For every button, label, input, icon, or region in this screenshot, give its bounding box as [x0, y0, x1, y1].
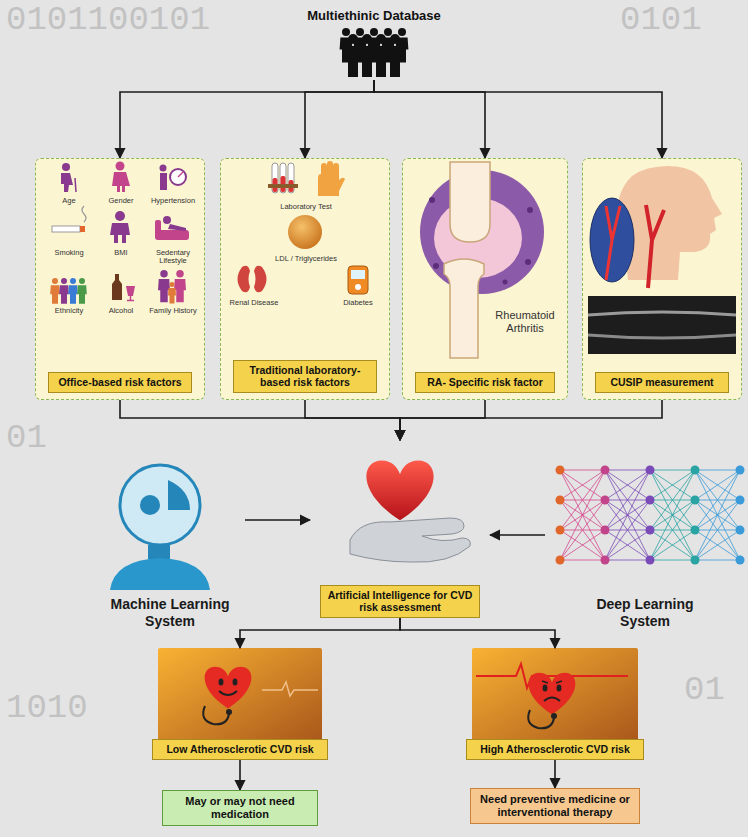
risk-factor-panel: CUSIP measurement	[582, 158, 742, 400]
connector-arrow	[120, 80, 374, 158]
connector-arrow	[400, 618, 555, 648]
connector-arrow	[239, 760, 241, 790]
factor-label: Gender	[95, 197, 147, 205]
factor-label: Family History	[147, 307, 199, 315]
model-node: Deep Learning System	[545, 455, 745, 632]
factor-label: Hypertension	[147, 197, 199, 205]
connector-arrow	[400, 400, 485, 440]
connector-arrow	[245, 519, 310, 521]
node-text: Multiethinic Database	[294, 2, 454, 23]
label-box: High Atherosclerotic CVD risk	[466, 739, 644, 760]
factor-label: Smoking	[43, 249, 95, 257]
node-text: Deep Learning System	[585, 596, 705, 630]
connector-arrow	[400, 400, 662, 440]
watermark-digits: 0101100101	[6, 2, 210, 39]
watermark-digits: 01	[6, 420, 47, 457]
connector-arrow	[240, 618, 400, 648]
connector-arrow	[554, 760, 556, 788]
factor-label: Age	[43, 197, 95, 205]
node-text: Rheumatoid Arthritis	[485, 309, 565, 334]
factor-label: BMI	[95, 249, 147, 257]
watermark-digits: 1010	[6, 690, 88, 727]
factor-label: Renal Disease	[223, 299, 285, 307]
connector-arrow	[120, 400, 400, 440]
risk-outcome: Low Atherosclerotic CVD risk	[152, 648, 328, 760]
database-node: Multiethinic Database	[294, 2, 454, 80]
risk-factor-panel: Laboratory TestLDL / TriglyceridesRenal …	[220, 158, 390, 400]
node-text: May or may not need medication	[163, 791, 317, 825]
factor-label: Ethnicity	[43, 307, 95, 315]
watermark-digits: 0101	[620, 2, 702, 39]
watermark-digits: 01	[684, 672, 725, 709]
model-node: Machine Learning System	[95, 450, 245, 632]
risk-factor-panel: Rheumatoid ArthritisRA- Specific risk fa…	[402, 158, 568, 400]
connector-arrow	[305, 80, 374, 158]
risk-factor-panel: AgeGenderHypertensionSmokingBMISedentary…	[35, 158, 205, 400]
factor-label: Laboratory Test	[261, 203, 351, 211]
factor-label: LDL / Triglycerides	[246, 255, 366, 263]
connector-arrow	[374, 80, 662, 158]
node-text: Machine Learning System	[105, 596, 235, 630]
connector-arrow	[490, 534, 545, 536]
label-box: Low Atherosclerotic CVD risk	[152, 739, 328, 760]
label-box: Traditional laboratory-based risk factor…	[233, 360, 377, 393]
label-box: RA- Specific risk factor	[415, 372, 555, 393]
factor-label: Alcohol	[95, 307, 147, 315]
label-box: Office-based risk factors	[48, 372, 192, 393]
label-box: Artificial Intelligence for CVD risk ass…	[320, 585, 480, 618]
ai-node: Artificial Intelligence for CVD risk ass…	[310, 440, 490, 618]
risk-outcome: High Atherosclerotic CVD risk	[466, 648, 644, 760]
node-text: Need preventive medicine or intervention…	[471, 789, 639, 823]
factor-label: Sedentary Lifestyle	[147, 249, 199, 266]
factor-label: Diabetes	[329, 299, 387, 307]
connector-arrow	[305, 400, 400, 440]
label-box: CUSIP measurement	[595, 372, 729, 393]
action-box: Need preventive medicine or intervention…	[470, 788, 640, 824]
action-box: May or may not need medication	[162, 790, 318, 826]
